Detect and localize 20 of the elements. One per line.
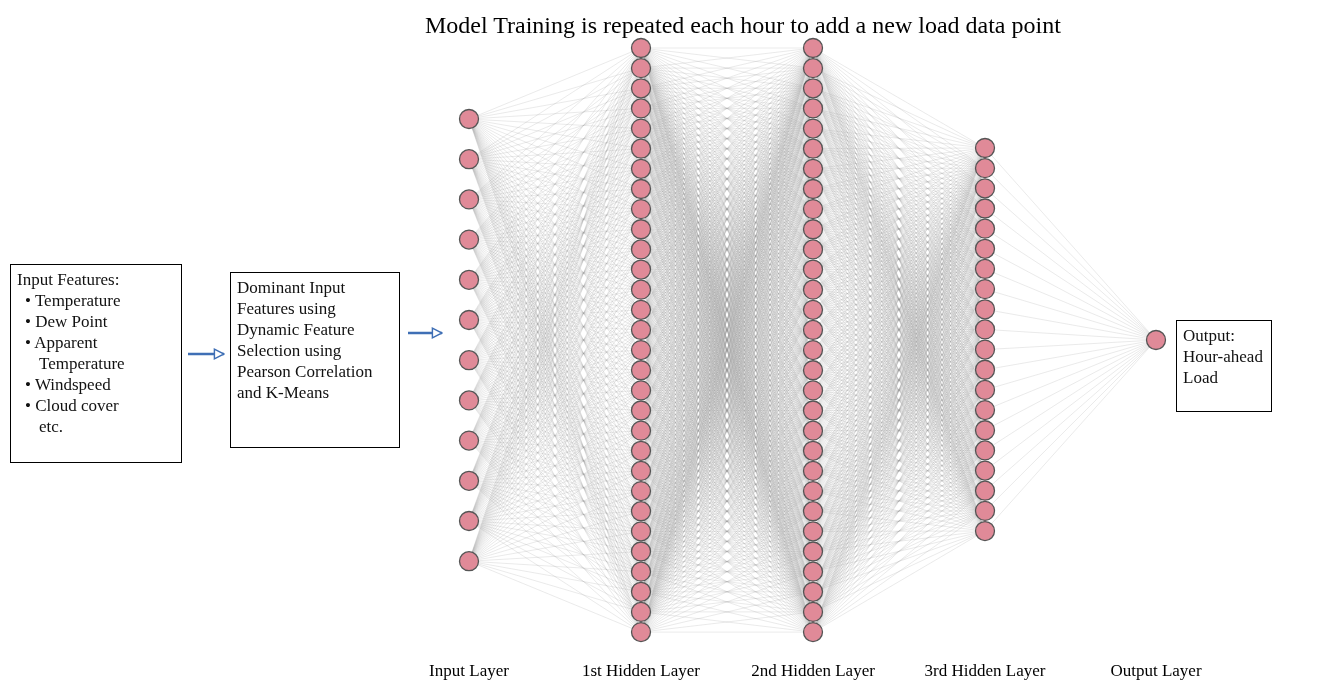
box-text: Dominant Input Features using Dynamic Feature Selection using Pearson Correlation and K-Means xyxy=(237,277,374,403)
arrow xyxy=(188,348,225,360)
text-box xyxy=(1176,320,1272,412)
list-item: • Cloud cover xyxy=(24,395,120,416)
text-box xyxy=(10,264,182,463)
list-item: • Temperature xyxy=(24,290,122,311)
box-text: Output: Hour-ahead Load xyxy=(1183,325,1264,388)
layer-label: 3rd Hidden Layer xyxy=(924,661,1046,681)
list-item: • Dew Point xyxy=(24,311,109,332)
arrow xyxy=(408,327,443,339)
layer-label: 2nd Hidden Layer xyxy=(751,661,875,681)
layer-label: Output Layer xyxy=(1110,661,1202,681)
layer-label: Input Layer xyxy=(429,661,509,681)
box-heading: Input Features: xyxy=(17,269,121,290)
layer-label: 1st Hidden Layer xyxy=(582,661,700,681)
box-note: etc. xyxy=(38,416,65,437)
list-item: • Windspeed xyxy=(24,374,112,395)
diagram-title: Model Training is repeated each hour to add a new load data point xyxy=(425,12,1061,39)
text-box xyxy=(230,272,400,448)
list-item: • Apparent Temperature xyxy=(24,332,126,374)
